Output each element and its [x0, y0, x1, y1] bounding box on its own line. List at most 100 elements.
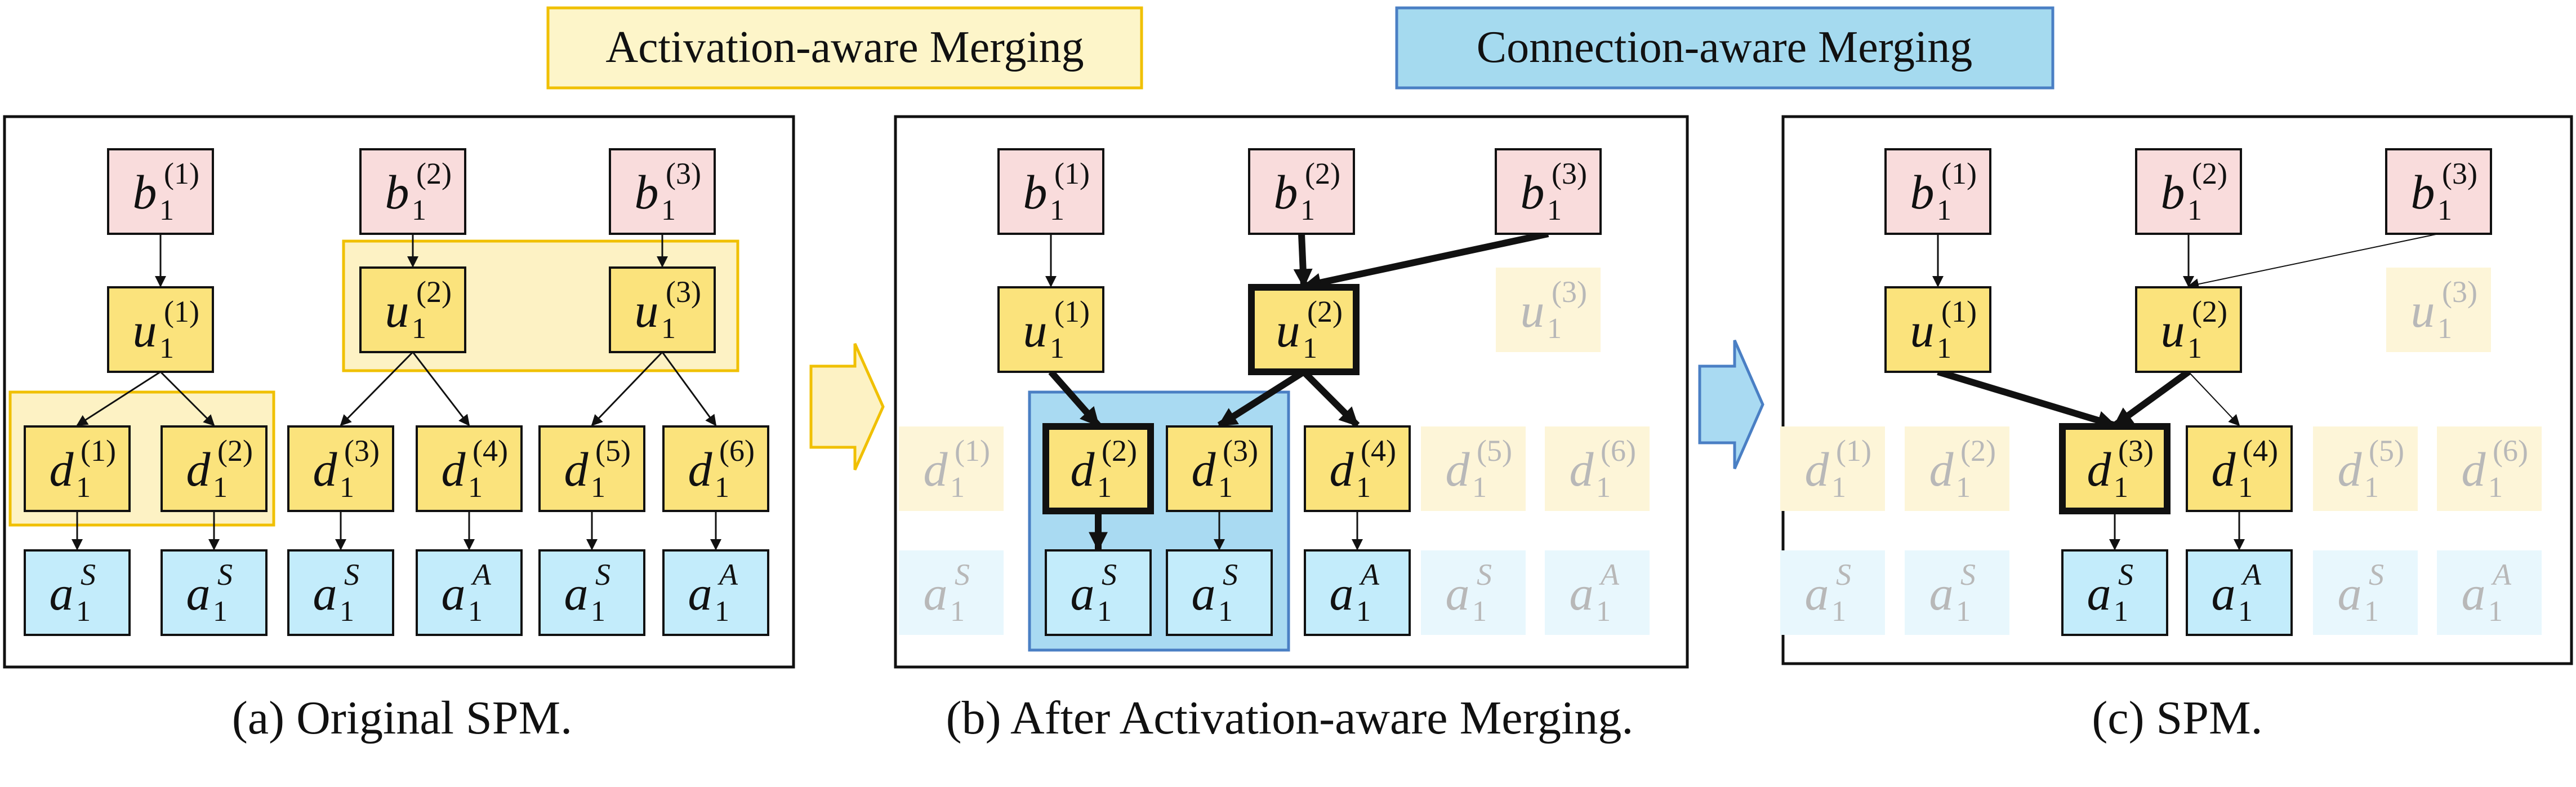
- node-superscript: (4): [1361, 434, 1396, 468]
- node-superscript: A: [1599, 558, 1620, 592]
- node-subscript: 1: [1097, 472, 1112, 504]
- node-subscript: 1: [340, 472, 354, 504]
- node-superscript: (3): [666, 157, 701, 190]
- transition-arrow-blue: [1698, 339, 1764, 470]
- node-subscript: 1: [2364, 472, 2379, 504]
- node-symbol: d: [442, 442, 466, 496]
- edge-c-u1-d3: [1937, 368, 2117, 430]
- node-subscript: 1: [1050, 194, 1064, 226]
- node-superscript: S: [1477, 558, 1492, 592]
- node-subscript: 1: [1937, 194, 1951, 226]
- edge-c-u2-d3: [2113, 369, 2191, 428]
- header-connection-aware-merging: Connection-aware Merging: [1395, 6, 2054, 90]
- node-subscript: 1: [1472, 472, 1487, 504]
- node-symbol: b: [635, 165, 659, 219]
- node-subscript: 1: [1547, 194, 1562, 226]
- node-superscript: S: [1836, 558, 1851, 592]
- edge-a-u2-d4: [412, 352, 470, 426]
- node-superscript: (3): [666, 275, 701, 309]
- node-symbol: a: [313, 566, 337, 620]
- node-superscript: (3): [2118, 434, 2154, 468]
- node-superscript: S: [217, 558, 233, 592]
- node-subscript: 1: [2364, 595, 2379, 628]
- node-symbol: a: [442, 566, 466, 620]
- node-superscript: (3): [1223, 434, 1258, 468]
- node-superscript: (1): [1941, 157, 1977, 190]
- node-subscript: 1: [1218, 472, 1233, 504]
- node-symbol: d: [1805, 442, 1830, 496]
- node-superscript: (1): [1836, 434, 1871, 468]
- node-symbol: a: [50, 566, 74, 620]
- node-superscript: A: [2241, 558, 2262, 592]
- node-subscript: 1: [1356, 595, 1371, 628]
- node-subscript: 1: [2437, 313, 2452, 345]
- node-superscript: (4): [2243, 434, 2278, 468]
- node-subscript: 1: [340, 595, 354, 628]
- edge-b-u2-d4: [1301, 369, 1360, 428]
- node-superscript: A: [717, 558, 738, 592]
- edge-b-u2-d3: [1217, 368, 1306, 429]
- edge-a-u2-d3: [340, 351, 414, 426]
- node-superscript: A: [471, 558, 492, 592]
- node-symbol: u: [2411, 283, 2435, 337]
- node-symbol: a: [564, 566, 589, 620]
- node-symbol: d: [2087, 442, 2112, 496]
- panel-c-frame: [1781, 115, 2573, 665]
- node-symbol: b: [133, 165, 157, 219]
- node-symbol: a: [2462, 566, 2486, 620]
- node-subscript: 1: [1356, 472, 1371, 504]
- node-subscript: 1: [468, 472, 483, 504]
- node-subscript: 1: [1300, 194, 1315, 226]
- node-subscript: 1: [213, 472, 228, 504]
- node-symbol: b: [1910, 165, 1935, 219]
- node-superscript: S: [1223, 558, 1238, 592]
- node-superscript: (3): [1552, 275, 1587, 309]
- node-subscript: 1: [1218, 595, 1233, 628]
- node-subscript: 1: [715, 472, 729, 504]
- node-superscript: (1): [81, 434, 116, 468]
- panel-b-frame: [894, 115, 1689, 669]
- node-superscript: (1): [955, 434, 990, 468]
- node-superscript: S: [81, 558, 96, 592]
- node-subscript: 1: [468, 595, 483, 628]
- edge-c-u2-d4: [2188, 371, 2240, 426]
- node-symbol: b: [2161, 165, 2185, 219]
- node-subscript: 1: [950, 472, 965, 504]
- node-symbol: d: [1330, 442, 1354, 496]
- node-subscript: 1: [1831, 472, 1846, 504]
- node-subscript: 1: [1097, 595, 1112, 628]
- node-subscript: 1: [1956, 595, 1971, 628]
- edge-b-b2-u2: [1293, 233, 1313, 288]
- node-superscript: (2): [1102, 434, 1137, 468]
- node-superscript: (4): [473, 434, 508, 468]
- node-subscript: 1: [412, 194, 426, 226]
- edge-c-b3-u2: [2187, 233, 2439, 290]
